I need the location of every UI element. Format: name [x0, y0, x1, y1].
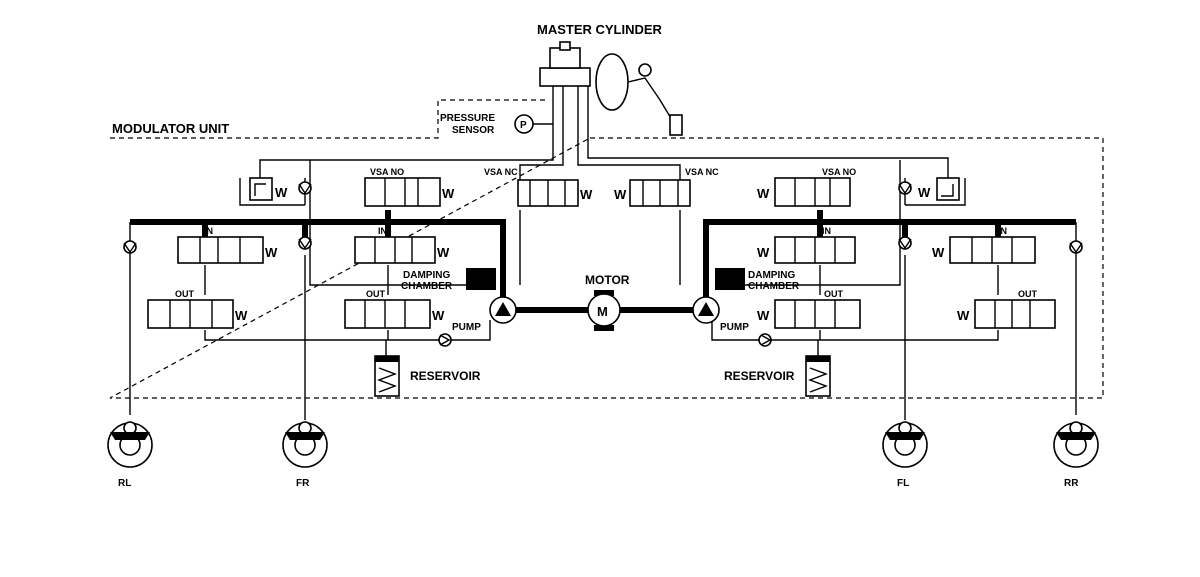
vsa-no-valve-right: W [757, 177, 851, 207]
wheel-label-fr: FR [296, 478, 310, 489]
in-valve-rr: W [932, 236, 1036, 264]
svg-text:W: W [442, 186, 455, 201]
vsa-no-label-left: VSA NO [370, 167, 404, 177]
vsa-nc-valve-left: W [517, 179, 593, 207]
reservoir-right [805, 355, 831, 397]
vsa-no-valve-left: W [364, 177, 455, 207]
relief-valve-left [249, 177, 273, 201]
pressure-sensor-symbol: P [520, 120, 527, 131]
svg-text:W: W [432, 308, 445, 323]
out-label-rr: OUT [1018, 289, 1038, 299]
damping-chamber-left [466, 268, 496, 290]
out-valve-rr: W [957, 299, 1056, 329]
right-hydraulic-line [703, 210, 1076, 300]
pump-label-right: PUMP [720, 322, 749, 333]
svg-text:W: W [757, 308, 770, 323]
out-label-rl: OUT [175, 289, 195, 299]
in-valve-fr: W [354, 236, 450, 264]
sensor-label: SENSOR [452, 125, 495, 136]
wheel-label-rr: RR [1064, 478, 1079, 489]
motor-symbol: M [597, 304, 608, 319]
svg-text:W: W [265, 245, 278, 260]
in-label-rr: IN [998, 226, 1007, 236]
svg-text:W: W [932, 245, 945, 260]
svg-text:W: W [918, 185, 931, 200]
pump-right [692, 296, 720, 324]
vsa-nc-label-left: VSA NC [484, 167, 518, 177]
svg-text:W: W [757, 186, 770, 201]
svg-text:W: W [580, 187, 593, 202]
chamber-label-right: CHAMBER [748, 281, 800, 292]
wheel-label-rl: RL [118, 478, 131, 489]
svg-text:W: W [957, 308, 970, 323]
chamber-label-left: CHAMBER [401, 281, 453, 292]
svg-text:W: W [275, 185, 288, 200]
reservoir-label-left: RESERVOIR [410, 369, 481, 383]
reservoir-left [374, 355, 400, 397]
pump-left [489, 296, 517, 324]
modulator-unit-boundary [109, 99, 1104, 399]
svg-text:W: W [235, 308, 248, 323]
pump-label-left: PUMP [452, 322, 481, 333]
svg-text:W: W [757, 245, 770, 260]
in-label-rl: IN [204, 226, 213, 236]
svg-text:W: W [614, 187, 627, 202]
wheel-brake-fr [282, 421, 328, 468]
vsa-nc-label-right: VSA NC [685, 167, 719, 177]
modulator-unit-label: MODULATOR UNIT [112, 121, 229, 136]
damping-chamber-right [715, 268, 745, 290]
motor-label: MOTOR [585, 273, 630, 287]
out-valve-rl: W [147, 299, 248, 329]
wheel-brake-rr [1053, 421, 1099, 468]
master-cylinder [539, 41, 683, 136]
in-valve-rl: W [177, 236, 278, 264]
master-cylinder-label: MASTER CYLINDER [537, 22, 663, 37]
vsa-no-label-right: VSA NO [822, 167, 856, 177]
wheel-brake-fl [882, 421, 928, 468]
vsa-nc-valve-right: W [614, 179, 691, 207]
wheel-label-fl: FL [897, 478, 909, 489]
damping-label-left: DAMPING [403, 270, 450, 281]
out-valve-fl: W [757, 299, 861, 329]
in-label-fl: IN [822, 226, 831, 236]
out-valve-fr: W [344, 299, 445, 329]
in-label-fr: IN [378, 226, 387, 236]
svg-text:W: W [437, 245, 450, 260]
damping-label-right: DAMPING [748, 270, 795, 281]
pressure-label: PRESSURE [440, 113, 495, 124]
left-hydraulic-line [130, 210, 506, 300]
wheel-brake-rl [107, 421, 153, 468]
motor [587, 290, 621, 331]
check-valves [123, 181, 1083, 347]
out-label-fl: OUT [824, 289, 844, 299]
in-valve-fl: W [757, 236, 856, 264]
reservoir-label-right: RESERVOIR [724, 369, 795, 383]
out-label-fr: OUT [366, 289, 386, 299]
